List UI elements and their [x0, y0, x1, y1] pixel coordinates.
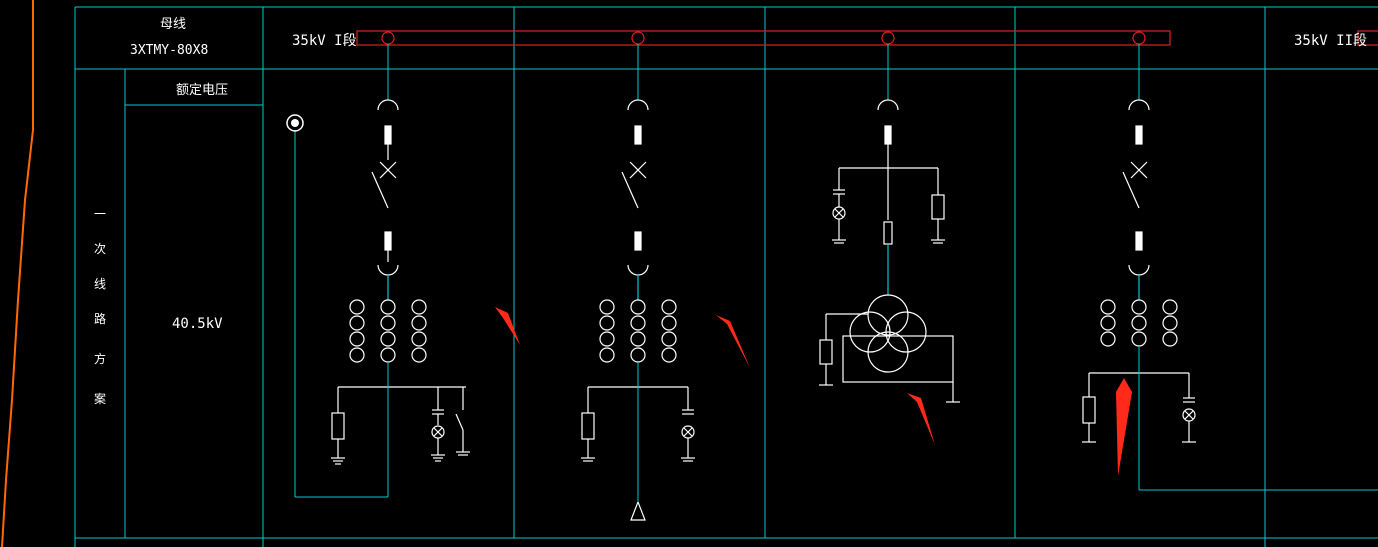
ct-coil-icon — [599, 299, 677, 363]
feeder-1 — [331, 99, 470, 465]
feeder-verticals — [387, 44, 1140, 100]
vertical-title-char: 次 — [94, 242, 107, 256]
cable-terminal-icon — [630, 500, 646, 521]
rated-voltage-title: 额定电压 — [176, 83, 229, 98]
busbar-taps — [381, 31, 1146, 45]
table-grid — [74, 6, 1378, 547]
surge-arrester-icon — [331, 412, 345, 440]
vertical-title-char: 方 — [94, 352, 107, 366]
vertical-title-char: 线 — [94, 277, 107, 291]
margin-line — [1, 0, 34, 547]
annotation-arrow-icon — [495, 307, 1132, 476]
busbar-spec: 3XTMY-80X8 — [130, 43, 209, 58]
feeder-3-pt — [819, 99, 960, 403]
bus-section-1-label: 35kV I段 — [292, 33, 357, 49]
busbar-section-1 — [356, 30, 1171, 46]
vertical-title-char: 路 — [94, 312, 107, 326]
busbar-title: 母线 — [160, 17, 187, 32]
busbar-section-2 — [1357, 30, 1378, 46]
pilot-lamp-icon — [286, 114, 304, 132]
vertical-title-char: 案 — [94, 392, 107, 406]
ct-coil-icon — [349, 299, 427, 363]
feeder-2 — [581, 99, 695, 521]
potential-transformer-icon — [849, 294, 927, 373]
rated-voltage-value: 40.5kV — [172, 316, 223, 332]
bus-section-2-label: 35kV II段 — [1294, 33, 1368, 49]
vertical-title-char: 一 — [94, 207, 107, 221]
ct-coil-icon — [1100, 299, 1178, 347]
